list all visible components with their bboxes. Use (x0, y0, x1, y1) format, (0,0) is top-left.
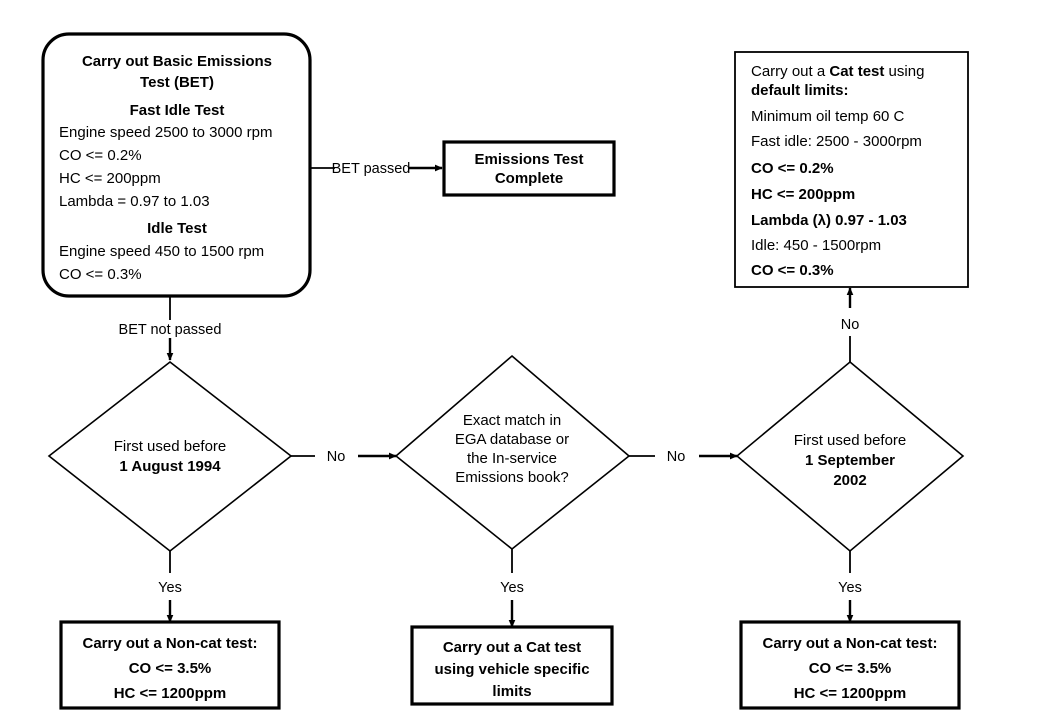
cat-test-vehicle-specific-box[interactable]: Carry out a Cat test using vehicle speci… (410, 625, 614, 706)
edge-bet-passed: BET passed (311, 161, 443, 177)
bet-title-line2: Test (BET) (140, 74, 214, 91)
cat-default-line3: Minimum oil temp 60 C (751, 108, 905, 125)
edge-bet-not-passed: BET not passed (119, 297, 222, 361)
cat-default-line2: default limits: (751, 82, 849, 99)
cat-default-line8: Idle: 450 - 1500rpm (751, 237, 881, 254)
edge-d1-yes: Yes (158, 551, 182, 623)
first-used-before-2002-diamond[interactable]: First used before 1 September 2002 (735, 360, 965, 553)
bet-fast-idle-line-3: HC <= 200ppm (59, 170, 161, 187)
noncat-left-line1: Carry out a Non-cat test: (82, 635, 257, 652)
non-cat-test-right-box[interactable]: Carry out a Non-cat test: CO <= 3.5% HC … (739, 620, 961, 710)
bet-idle-line-1: Engine speed 450 to 1500 rpm (59, 243, 264, 260)
bet-title-line1: Carry out Basic Emissions (82, 53, 272, 70)
cat-default-line7: Lambda (λ) 0.97 - 1.03 (751, 212, 907, 229)
cat-specific-line3: limits (492, 683, 531, 700)
first-used-before-1994-diamond[interactable]: First used before 1 August 1994 (47, 360, 293, 553)
edge-label-d2-no: No (667, 449, 686, 465)
complete-line2: Complete (495, 170, 563, 187)
edge-label-bet-passed: BET passed (332, 161, 411, 177)
diamond1-line1: First used before (114, 438, 227, 455)
edge-d2-yes: Yes (500, 549, 524, 628)
cat-default-line4: Fast idle: 2500 - 3000rpm (751, 133, 922, 150)
edge-d3-yes: Yes (838, 551, 862, 623)
diamond2-line1: Exact match in (463, 412, 561, 429)
noncat-left-line3: HC <= 1200ppm (114, 685, 227, 702)
cat-default-line9: CO <= 0.3% (751, 262, 834, 279)
diamond3-line1: First used before (794, 432, 907, 449)
noncat-right-line3: HC <= 1200ppm (794, 685, 907, 702)
edge-label-d2-yes: Yes (500, 580, 524, 596)
cat-specific-line2: using vehicle specific (434, 661, 589, 678)
emissions-test-complete-box[interactable]: Emissions Test Complete (442, 140, 616, 197)
cat-default-line1: Carry out a Cat test using (751, 63, 924, 80)
diamond2-line4: Emissions book? (455, 469, 568, 486)
diamond1-line2: 1 August 1994 (119, 458, 221, 475)
edge-label-d1-no: No (327, 449, 346, 465)
cat-test-default-limits-box[interactable]: Carry out a Cat test using default limit… (734, 51, 969, 288)
bet-fast-idle-line-4: Lambda = 0.97 to 1.03 (59, 193, 210, 210)
diamond3-line2: 1 September (805, 452, 895, 469)
noncat-right-line1: Carry out a Non-cat test: (762, 635, 937, 652)
bet-fast-idle-heading: Fast Idle Test (130, 102, 225, 119)
diamond3-line3: 2002 (833, 472, 866, 489)
noncat-right-line2: CO <= 3.5% (809, 660, 892, 677)
diamond2-line3: the In-service (467, 450, 557, 467)
complete-line1: Emissions Test (475, 151, 584, 168)
exact-match-ega-diamond[interactable]: Exact match in EGA database or the In-se… (394, 354, 631, 551)
edge-label-d1-yes: Yes (158, 580, 182, 596)
noncat-left-line2: CO <= 3.5% (129, 660, 212, 677)
diamond2-line2: EGA database or (455, 431, 569, 448)
bet-fast-idle-line-2: CO <= 0.2% (59, 147, 142, 164)
edge-d3-no: No (841, 287, 860, 362)
bet-fast-idle-line-1: Engine speed 2500 to 3000 rpm (59, 124, 273, 141)
cat-default-line6: HC <= 200ppm (751, 186, 855, 203)
edge-label-d3-yes: Yes (838, 580, 862, 596)
edge-d2-no: No (629, 449, 738, 465)
non-cat-test-left-box[interactable]: Carry out a Non-cat test: CO <= 3.5% HC … (59, 620, 281, 710)
bet-idle-heading: Idle Test (147, 220, 207, 237)
cat-default-line5: CO <= 0.2% (751, 160, 834, 177)
basic-emissions-test-box[interactable]: Carry out Basic Emissions Test (BET) Fas… (41, 32, 312, 298)
edge-d1-no: No (291, 449, 397, 465)
edge-label-bet-not-passed: BET not passed (119, 322, 222, 338)
bet-idle-line-2: CO <= 0.3% (59, 266, 142, 283)
cat-specific-line1: Carry out a Cat test (443, 639, 581, 656)
edge-label-d3-no: No (841, 317, 860, 333)
